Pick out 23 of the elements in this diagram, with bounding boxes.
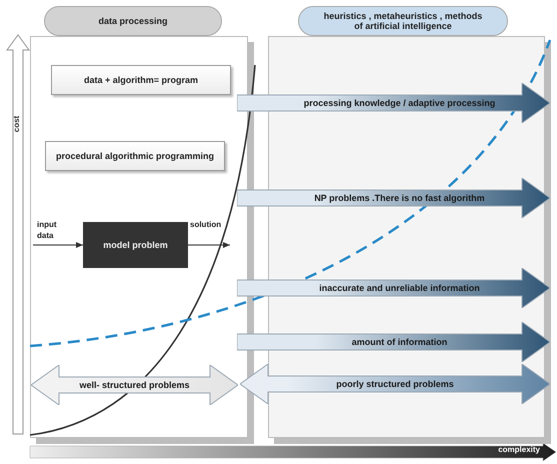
panel-heading: data processing [44,6,222,36]
arrow-label: processing knowledge / adaptive processing [302,97,496,110]
text-box: procedural algorithmic programming [45,141,225,171]
axis-label: complexity [497,445,540,456]
arrow [188,242,230,248]
arrow-label: well- structured problems [78,379,191,392]
arrow-label: inaccurate and unreliable information [318,282,481,295]
panel-heading: heuristics , metaheuristics , methods of artificial intelligence [298,6,508,36]
pointed-banner [237,83,550,123]
axis-label: cost [12,114,22,134]
arrow-label: NP problems .There is no fast algorithm [313,192,486,205]
arrow-label: poorly structured problems [335,378,455,391]
two-headed-banner [31,365,238,405]
pointed-banner [237,268,550,308]
arrow [32,242,84,248]
text-box: data + algorithm= program [51,65,231,95]
model-box: model problem [83,222,188,268]
pointed-banner [237,322,550,362]
edge-label: solution [190,219,222,230]
edge-label: input data [37,219,58,241]
pointed-banner [237,178,550,218]
arrow-label: amount of information [350,336,448,349]
two-headed-banner [240,364,550,404]
